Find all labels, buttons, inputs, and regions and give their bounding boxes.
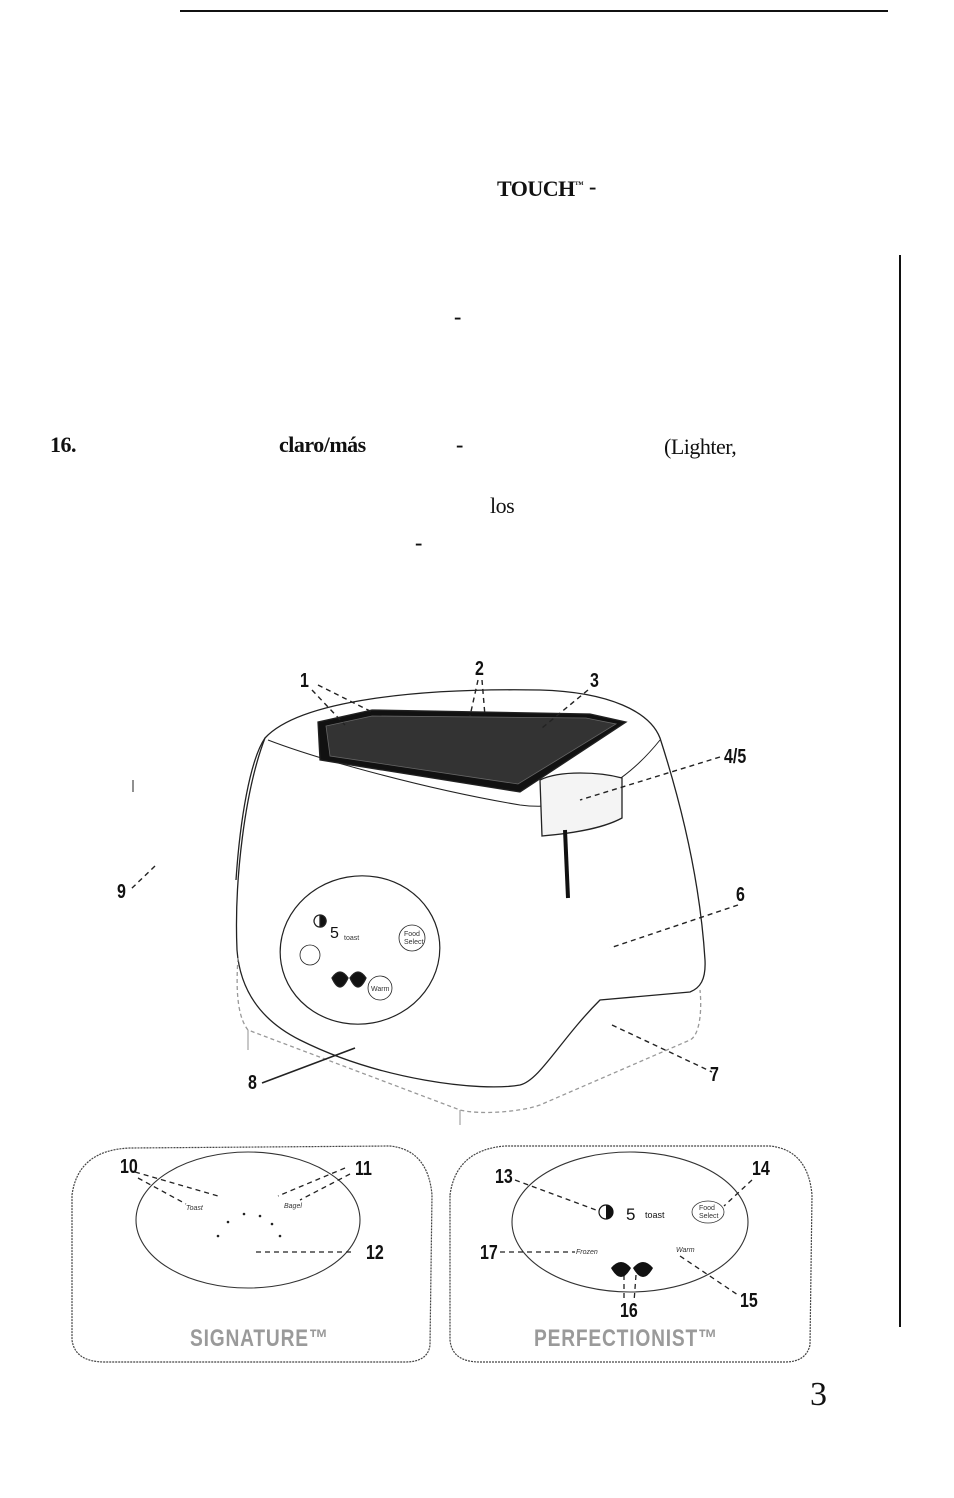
- perfectionist-warm-label: Warm: [676, 1247, 695, 1254]
- callout-9: 9: [117, 881, 126, 903]
- callout-1: 1: [300, 670, 309, 692]
- top-rule: [180, 10, 888, 12]
- item-16-number: 16.: [50, 432, 77, 457]
- dash-4: -: [415, 530, 422, 555]
- los-text: los: [490, 493, 515, 518]
- perfectionist-frozen-label: Frozen: [576, 1249, 598, 1256]
- toaster-display-digit: 5: [330, 925, 339, 942]
- toaster-food-label: Food: [404, 931, 420, 938]
- right-margin-rule: [899, 255, 901, 1327]
- callout-8: 8: [248, 1072, 257, 1094]
- dash-3: -: [456, 432, 463, 457]
- callout-12: 12: [366, 1242, 384, 1264]
- perfectionist-select-label: Select: [699, 1213, 719, 1220]
- callout-7: 7: [710, 1064, 719, 1086]
- dash-1: -: [589, 174, 596, 199]
- perfectionist-title: PERFECTIONIST™: [534, 1325, 719, 1352]
- callout-14: 14: [752, 1158, 770, 1180]
- perfectionist-display-digit: 5: [626, 1205, 635, 1224]
- perfectionist-food-label: Food: [699, 1205, 715, 1212]
- callout-16: 16: [620, 1300, 638, 1322]
- toaster-display-text: toast: [344, 935, 359, 942]
- callout-3: 3: [590, 670, 599, 692]
- touch-text: TOUCH™: [497, 176, 584, 201]
- signature-title: SIGNATURE™: [190, 1325, 329, 1352]
- toaster-warm-label: Warm: [371, 986, 390, 993]
- callout-10: 10: [120, 1156, 138, 1178]
- callout-13: 13: [495, 1166, 513, 1188]
- toaster-select-label: Select: [404, 939, 424, 946]
- lighter-text: (Lighter,: [664, 434, 737, 459]
- dash-2: -: [454, 304, 461, 329]
- callout-2: 2: [475, 658, 484, 680]
- callout-6: 6: [736, 884, 745, 906]
- callout-17: 17: [480, 1242, 498, 1264]
- callout-4-5: 4/5: [724, 746, 747, 768]
- signature-bagel-label: Bagel: [284, 1203, 302, 1210]
- perfectionist-display-text: toast: [645, 1210, 665, 1220]
- claro-mas-text: claro/más: [279, 432, 366, 457]
- callout-15: 15: [740, 1290, 758, 1312]
- signature-toast-label: Toast: [186, 1205, 204, 1212]
- page-number: 3: [810, 1376, 827, 1413]
- callout-11: 11: [355, 1158, 372, 1180]
